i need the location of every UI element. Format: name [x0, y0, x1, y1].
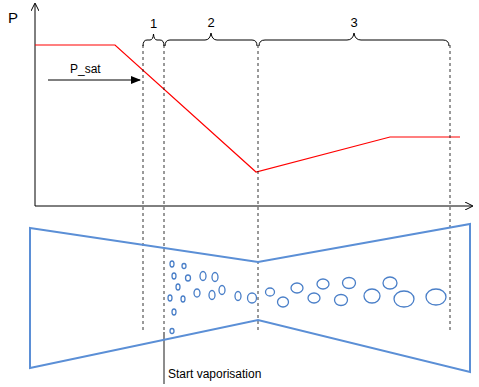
zone-braces [143, 33, 449, 46]
saturation-pressure-label: P_sat [70, 63, 101, 76]
zone-number: 3 [350, 16, 357, 30]
psat-arrow [48, 80, 140, 81]
zone-number: 1 [150, 17, 157, 31]
pressure-curve [35, 45, 460, 172]
vapour-bubbles [168, 261, 446, 334]
zone-number: 2 [207, 16, 214, 30]
venturi-nozzle [30, 224, 470, 372]
zone-lines [143, 45, 450, 332]
x-axis [35, 206, 472, 207]
y-axis [35, 4, 36, 206]
callout-label: Start vaporisation [168, 368, 261, 381]
axis-label: P [8, 10, 18, 27]
